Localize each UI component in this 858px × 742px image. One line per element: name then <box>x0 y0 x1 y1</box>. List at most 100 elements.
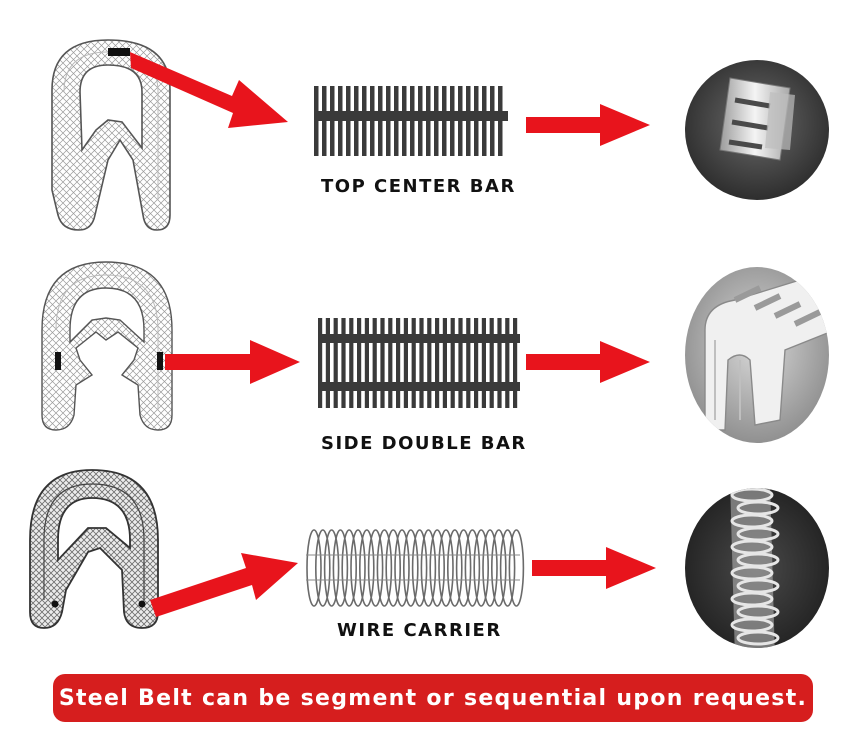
coil-loop <box>358 529 375 607</box>
bar-tooth <box>372 318 377 408</box>
bar-tooth <box>346 86 351 156</box>
coil-loop <box>438 529 454 607</box>
coil-loop <box>446 529 463 607</box>
bar-tooth <box>474 86 479 156</box>
bar-tooth <box>481 318 486 408</box>
coil-loop <box>306 529 322 607</box>
bar-tooth <box>490 86 495 156</box>
coil-loop <box>323 529 340 607</box>
edge-trim-profile-icon <box>41 261 173 431</box>
bar-tooth <box>380 318 385 408</box>
coil-loop <box>332 529 349 607</box>
bar-tooth <box>411 318 416 408</box>
metal-clip-photo-icon <box>685 60 829 200</box>
bar-tooth <box>354 86 359 156</box>
bar-tooth <box>450 318 455 408</box>
coil-loop <box>402 529 419 607</box>
profile-side-double <box>41 261 173 431</box>
coil-loop <box>420 529 437 607</box>
bar-tooth <box>466 86 471 156</box>
metal-clip-photo-icon <box>685 488 829 648</box>
bar-tooth <box>498 86 503 156</box>
bar-tooth <box>513 318 518 408</box>
request-banner: Steel Belt can be segment or sequential … <box>53 674 813 722</box>
label-wire-carrier: WIRE CARRIER <box>337 620 502 641</box>
bar-tooth <box>341 318 346 408</box>
bar-tooth <box>482 86 487 156</box>
bar-tooth <box>333 318 338 408</box>
bar-tooth <box>362 86 367 156</box>
arrow-icon <box>165 340 300 384</box>
bar-tooth <box>388 318 393 408</box>
bar-tooth <box>442 86 447 156</box>
bar-tooth <box>378 86 383 156</box>
bar-tooth <box>466 318 471 408</box>
metal-clip-photo-icon <box>685 267 829 443</box>
bar-tooth <box>442 318 447 408</box>
bar-tooth <box>426 86 431 156</box>
bar-tooth <box>403 318 408 408</box>
steel-bar-icon <box>314 86 508 156</box>
wire-marker-left <box>51 600 59 608</box>
photo-coil-loop <box>736 630 780 646</box>
label-side-double-bar: SIDE DOUBLE BAR <box>321 433 527 454</box>
wire-coil-icon <box>306 529 525 607</box>
bar-tooth <box>427 318 432 408</box>
bar-tooth <box>450 86 455 156</box>
bar-tooth <box>370 86 375 156</box>
bar-tooth <box>325 318 330 408</box>
edge-trim-profile-icon <box>51 39 171 231</box>
bar-tooth <box>489 318 494 408</box>
arrow-icon <box>150 553 298 617</box>
coil-loop <box>411 529 428 607</box>
coil-loop <box>394 529 410 607</box>
bar-tooth <box>386 86 391 156</box>
steel-bar-icon <box>318 318 520 408</box>
coil-loop <box>376 529 393 607</box>
bar-tooth <box>349 318 354 408</box>
edge-trim-profile-icon <box>29 469 159 629</box>
wire-marker-right <box>138 600 146 608</box>
bar-tooth <box>458 86 463 156</box>
bar-tooth <box>410 86 415 156</box>
bar-tooth <box>435 318 440 408</box>
bar-tooth <box>497 318 502 408</box>
bar-tooth <box>474 318 479 408</box>
coil-loop <box>385 529 402 607</box>
bar-tooth <box>364 318 369 408</box>
bar-tooth <box>402 86 407 156</box>
coil-loop <box>499 529 516 607</box>
coil-loop <box>341 529 358 607</box>
side-bar-marker-right <box>157 352 163 370</box>
arrow-icon <box>130 52 288 128</box>
coil-loop <box>429 529 446 607</box>
coil-loop <box>350 529 366 607</box>
bar-tooth <box>458 318 463 408</box>
bar-tooth <box>318 318 323 408</box>
coil-loop <box>473 529 490 607</box>
bar-tooth <box>322 86 327 156</box>
coil-loop <box>508 529 525 607</box>
coil-loop <box>455 529 472 607</box>
arrow-icon <box>526 341 650 383</box>
label-top-center-bar: TOP CENTER BAR <box>321 176 516 197</box>
bar-tooth <box>419 318 424 408</box>
bar-tooth <box>338 86 343 156</box>
bar-tooth <box>394 86 399 156</box>
coil-loop <box>490 529 507 607</box>
bar-tooth <box>314 86 319 156</box>
bar-tooth <box>357 318 362 408</box>
bar-tooth <box>330 86 335 156</box>
arrow-icon <box>526 104 650 146</box>
coil-loop <box>482 529 498 607</box>
bar-tooth <box>505 318 510 408</box>
profile-wire-carrier <box>29 469 159 629</box>
center-bar-marker <box>108 48 130 56</box>
coil-loop <box>367 529 384 607</box>
banner-text: Steel Belt can be segment or sequential … <box>58 685 808 711</box>
side-bar-marker-left <box>55 352 61 370</box>
bar-tooth <box>396 318 401 408</box>
arrow-icon <box>532 547 656 589</box>
bar-tooth <box>434 86 439 156</box>
